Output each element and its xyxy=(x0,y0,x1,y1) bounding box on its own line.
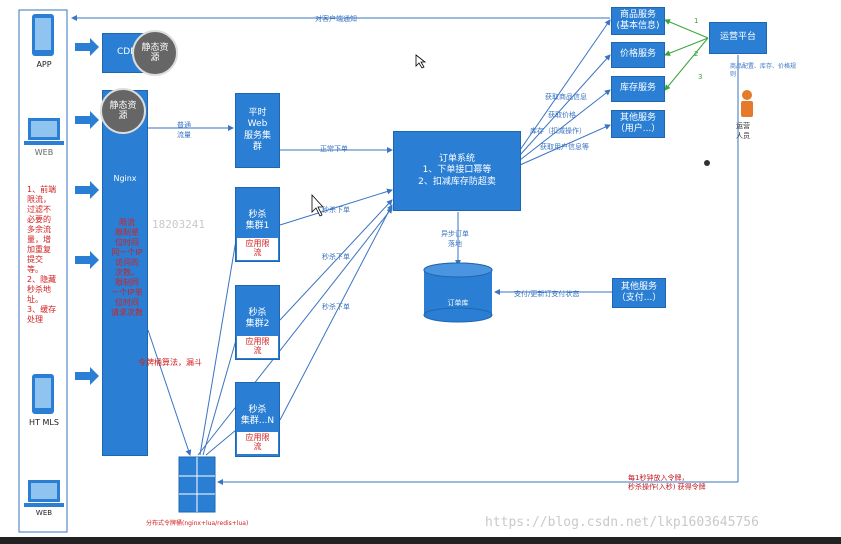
seckill-order-label: 秒杀下单 xyxy=(322,303,350,311)
app-limit-box: 应用限 流 xyxy=(236,431,279,455)
order-system-box: 订单系统 1、下单接口幂等 2、扣减库存防超卖 xyxy=(393,131,521,211)
nginx-box xyxy=(102,90,148,456)
other-service-box: 其他服务 （用户...） xyxy=(611,110,665,138)
arrow-icon xyxy=(75,367,99,385)
arrow-icon xyxy=(75,181,99,199)
normal-traffic-label: 普通 流量 xyxy=(177,121,191,139)
seckill-order-label: 秒杀下单 xyxy=(322,253,350,261)
seckill-cluster-label: 秒杀 集群2 xyxy=(245,308,270,330)
stock-label: 库存（扣减操作） xyxy=(530,127,586,135)
get-product-label: 获取商品信息 xyxy=(545,93,587,101)
arrow-icon xyxy=(75,111,99,129)
price-service-box: 价格服务 xyxy=(611,42,665,68)
taskbar xyxy=(0,537,841,544)
edge-number: 1 xyxy=(694,17,699,25)
ops-person-label: 运营 人员 xyxy=(736,122,750,140)
order-db-label: 订单库 xyxy=(447,299,469,307)
pay-service-box: 其他服务 （支付...） xyxy=(612,278,666,308)
ops-desc: 商品配置、库存、价格规则 xyxy=(730,63,797,78)
pay-update-label: 支付/更新订支付状态 xyxy=(514,290,580,298)
client-html5-label: HT MLS xyxy=(29,418,59,427)
token-bucket-label: 分布式令牌桶(nginx+lua/redis+lua) xyxy=(146,520,249,527)
seckill-cluster-label: 秒杀 集群...N xyxy=(240,405,275,427)
product-service-box: 商品服务 (基本信息) xyxy=(611,7,665,35)
normal-order-label: 正常下单 xyxy=(320,145,348,153)
person-icon xyxy=(742,90,752,100)
nginx-static-badge: 静态资 源 xyxy=(100,88,146,134)
client-notes: 1、前端 限流， 过滤不 必要的 多余流 量，增 加重复 提交 等。 2、隐藏 … xyxy=(27,185,57,324)
watermark-text: 18203241 xyxy=(152,218,205,231)
arrow-icon xyxy=(75,38,99,56)
nginx-limit-note: 限流 限制单 位时间 同一个IP 访问的 次数。 限制同 一个IP单 位时间 请… xyxy=(111,218,143,317)
client-web2-label: WEB xyxy=(35,509,53,517)
token-algorithm-note: 令牌桶算法，漏斗 xyxy=(138,358,202,367)
client-web-label: WEB xyxy=(34,148,54,157)
nginx-label: Nginx xyxy=(113,174,137,183)
async-order-label: 异步订单 落地 xyxy=(441,230,469,248)
cursor-icon xyxy=(311,193,324,217)
client-app-label: APP xyxy=(36,60,52,69)
arrow-icon xyxy=(75,251,99,269)
edge-number: 3 xyxy=(698,73,703,81)
edge-number: 2 xyxy=(694,50,699,58)
seckill-order-label: 秒杀下单 xyxy=(322,206,350,214)
static-resource-badge: 静态资 源 xyxy=(132,30,178,76)
seckill-cluster-label: 秒杀 集群1 xyxy=(245,210,270,232)
ops-platform-box: 运营平台 xyxy=(709,22,767,54)
notify-client-label: 对客户端通知 xyxy=(315,15,357,23)
web-cluster-box: 平时 Web 服务集 群 xyxy=(235,93,280,168)
get-user-label: 获取用户信息等 xyxy=(540,143,589,151)
get-price-label: 获取价格 xyxy=(548,111,576,119)
cdn-label: CDN xyxy=(117,47,137,58)
app-limit-box: 应用限 流 xyxy=(236,335,279,359)
token-put-note: 每1秒钟放入令牌， 秒杀操作(入秒) 获得令牌 xyxy=(628,474,706,491)
stock-service-box: 库存服务 xyxy=(611,76,665,102)
watermark-url: https://blog.csdn.net/lkp1603645756 xyxy=(485,515,759,530)
cursor-icon xyxy=(415,54,427,69)
app-limit-box: 应用限 流 xyxy=(236,237,279,261)
